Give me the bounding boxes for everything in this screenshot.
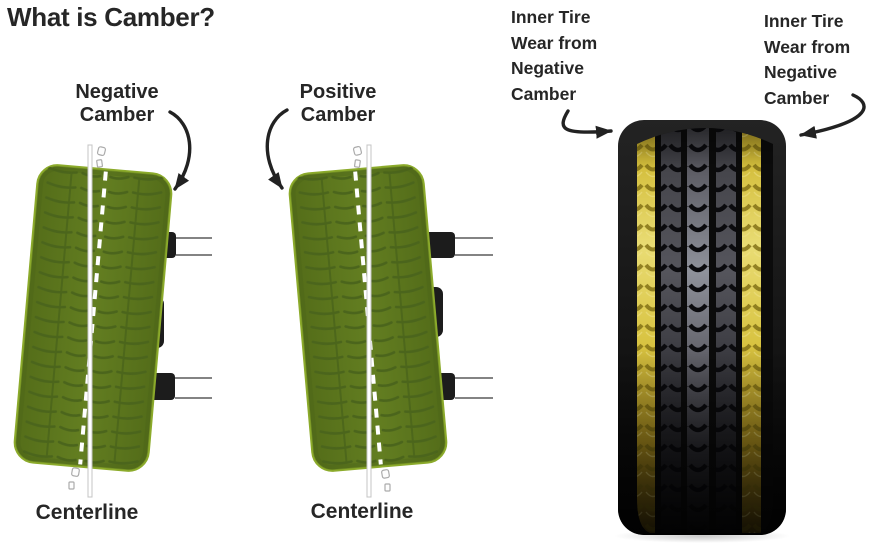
tire-tread-wear-illustration	[614, 120, 790, 543]
tire-negative-camber	[13, 164, 173, 472]
centerline-label-negative: Centerline	[35, 501, 139, 524]
curved-arrow-wear-left-icon	[561, 109, 613, 139]
inner-tire-wear-label-left: Inner Tire Wear from Negative Camber	[511, 7, 598, 104]
valve-marks	[352, 145, 391, 492]
centerline-label-positive: Centerline	[310, 500, 414, 523]
positive-camber-label: Positive Camber	[299, 81, 377, 126]
centerline-vertical	[87, 144, 93, 498]
page-title: What is Camber?	[7, 2, 215, 32]
tilted-centerline-dashed	[353, 171, 383, 465]
tilted-centerline-dashed	[78, 171, 108, 465]
inner-tire-wear-label-right: Inner Tire Wear from Negative Camber	[764, 11, 851, 108]
valve-marks	[68, 146, 107, 490]
centerline-vertical	[366, 144, 372, 498]
negative-camber-label: Negative Camber	[75, 81, 159, 126]
negative-camber-tire-illustration	[13, 144, 212, 498]
positive-camber-tire-illustration	[288, 144, 493, 498]
